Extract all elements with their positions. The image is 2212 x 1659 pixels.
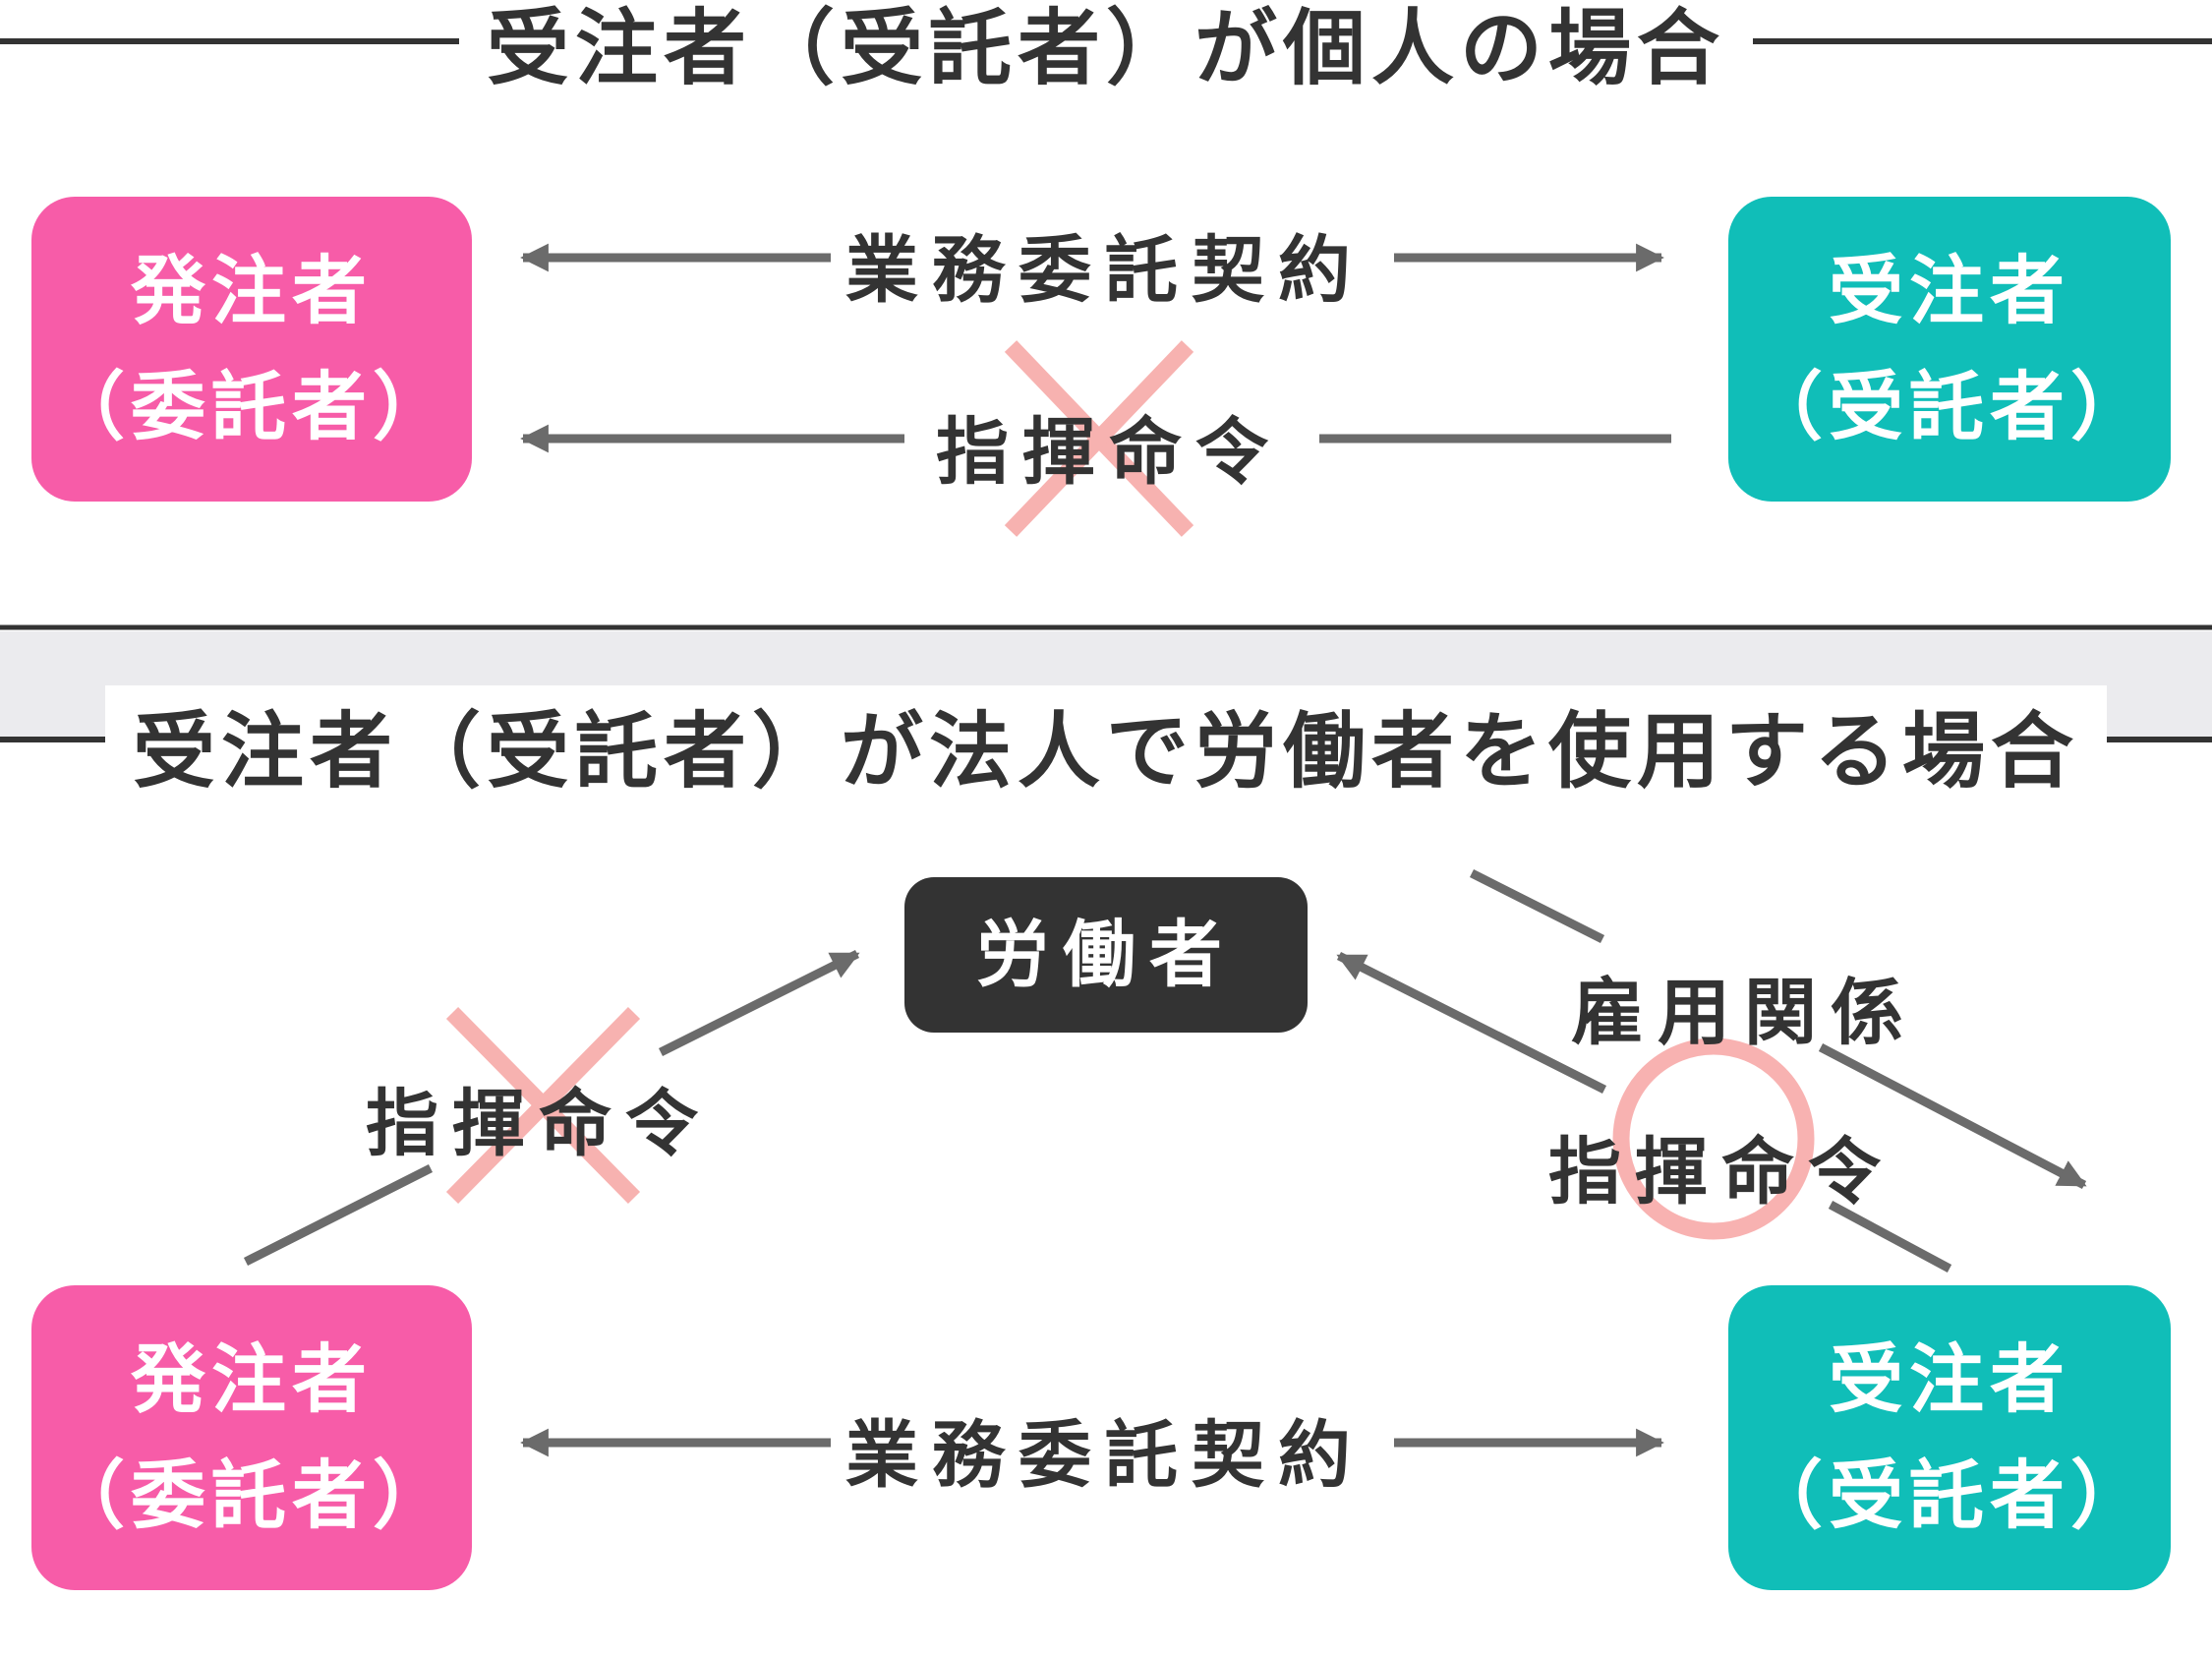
prohibited-cross-mark-2: [445, 1007, 641, 1204]
section2-title: 受注者（受託者）が法人で労働者を使用する場合: [0, 685, 2212, 804]
contract-label: 業務委託契約: [845, 228, 1365, 313]
contractor-command-label: 指揮命令: [1548, 1130, 1894, 1215]
client-box: 発注者 （委託者）: [31, 197, 472, 502]
prohibited-cross-mark: [1004, 340, 1194, 537]
client-sublabel: （委託者）: [50, 363, 453, 450]
employment-label: 雇用関係: [1571, 971, 1917, 1055]
contractor-command-arrow: [1336, 951, 1607, 1095]
client-to-worker-line: [243, 1163, 434, 1267]
contractor-command-line-lower: [1828, 1201, 1952, 1273]
client-to-worker-arrow: [658, 949, 860, 1057]
contract-label-2: 業務委託契約: [845, 1413, 1365, 1498]
client-sublabel-2: （委託者）: [50, 1452, 453, 1539]
command-label: 指揮命令: [936, 410, 1282, 495]
contractor-sublabel-2: （受託者）: [1748, 1452, 2151, 1539]
contractor-box: 受注者 （受託者）: [1728, 197, 2171, 502]
contractor-label: 受注者: [1829, 247, 2070, 334]
contractor-label-2: 受注者: [1829, 1335, 2070, 1423]
client-label-2: 発注者: [131, 1335, 373, 1423]
contractor-box-2: 受注者 （受託者）: [1728, 1285, 2171, 1590]
employment-arrow: [1818, 1043, 2087, 1189]
worker-label: 労働者: [976, 913, 1236, 997]
allowed-circle-mark: [1612, 1037, 1815, 1240]
worker-box: 労働者: [904, 877, 1308, 1033]
employment-line-upper: [1469, 868, 1605, 944]
section1-title: 受注者（受託者）が個人の場合: [0, 0, 2212, 101]
client-label: 発注者: [131, 247, 373, 334]
contractor-sublabel: （受託者）: [1748, 363, 2151, 450]
client-box-2: 発注者 （委託者）: [31, 1285, 472, 1590]
client-command-label: 指揮命令: [366, 1082, 712, 1166]
